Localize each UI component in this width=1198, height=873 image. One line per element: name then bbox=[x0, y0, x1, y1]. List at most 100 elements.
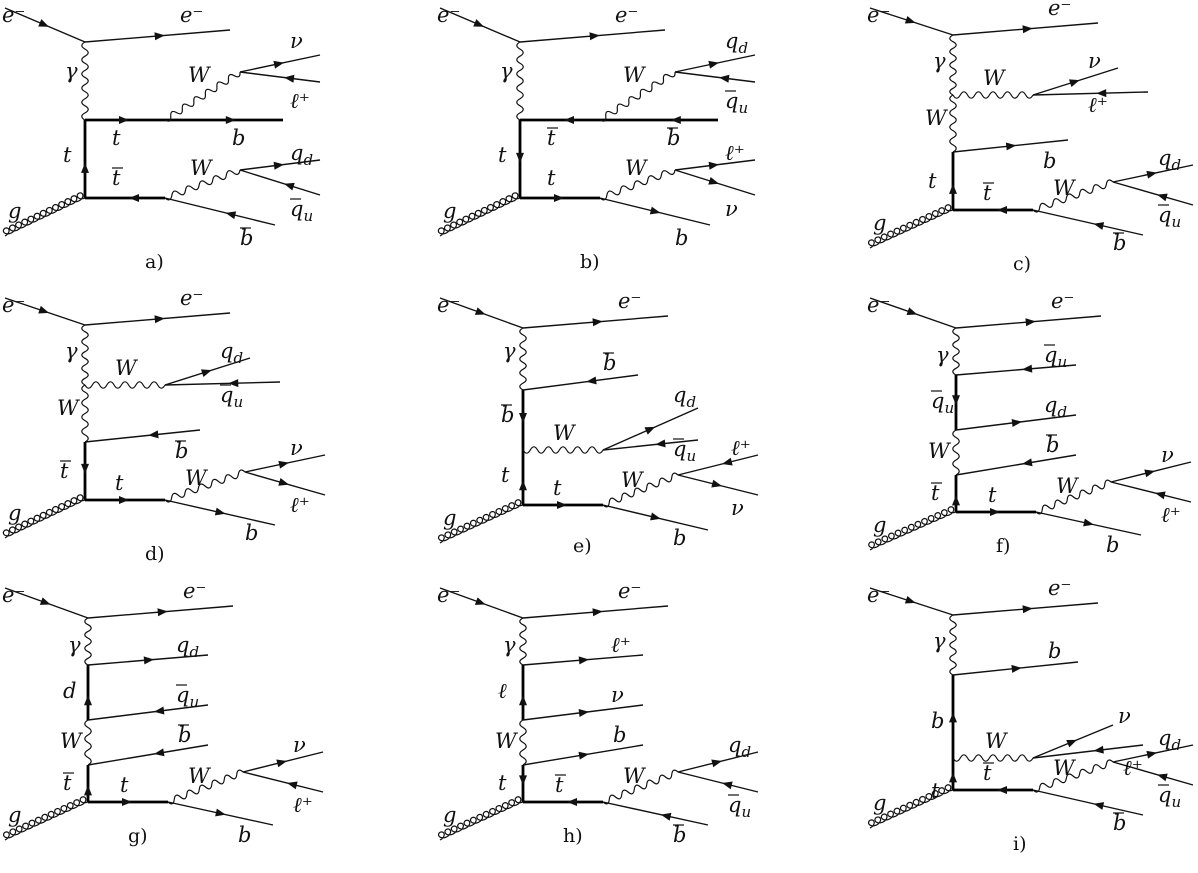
lower-w-product-2-label: qu bbox=[1158, 783, 1181, 811]
lower-w-product-1 bbox=[677, 454, 759, 476]
propagator-1-label: qu bbox=[931, 389, 954, 417]
w-boson-lower bbox=[164, 469, 246, 503]
outgoing-1-label: qd bbox=[176, 633, 199, 661]
b-propagator-arrow bbox=[949, 712, 957, 723]
lower-w-product-1-arrow bbox=[276, 759, 287, 768]
w-boson-lower bbox=[1032, 759, 1114, 793]
incoming-gluon-label: g bbox=[443, 803, 456, 827]
w-boson-lower-label: W bbox=[1056, 474, 1080, 498]
vertical-propagator-label: t bbox=[501, 463, 510, 487]
lower-propagator-arrow bbox=[129, 194, 139, 202]
lower-quark-label: b bbox=[1113, 231, 1126, 255]
w-boson-exchange bbox=[519, 719, 527, 766]
outgoing-3-arrow bbox=[578, 751, 589, 760]
w-boson-mid bbox=[952, 754, 1034, 762]
lower-w-product-2-label: ℓ⁺ bbox=[293, 793, 313, 817]
lower-w-product-2 bbox=[239, 169, 321, 196]
lower-propagator-label: t bbox=[983, 761, 992, 785]
mid-w-product-2 bbox=[1032, 91, 1149, 96]
incoming-electron-label: e⁻ bbox=[2, 3, 26, 27]
photon-line bbox=[516, 41, 524, 121]
w-boson-mid-label: W bbox=[985, 729, 1009, 753]
lower-quark-arrow bbox=[650, 512, 661, 521]
upper-w-product-2-label: ℓ⁺ bbox=[290, 89, 310, 113]
upper-propagator-arrow bbox=[564, 116, 574, 124]
outgoing-electron-label: e⁻ bbox=[1051, 289, 1075, 313]
mid-quark-arrow bbox=[148, 430, 159, 439]
photon-label: γ bbox=[936, 343, 949, 367]
panel-caption: b) bbox=[580, 251, 600, 273]
outgoing-electron-label: e⁻ bbox=[180, 3, 204, 27]
lower-w-product-1-label: qd bbox=[290, 141, 313, 169]
outgoing-bbar bbox=[522, 374, 639, 391]
upper-w-product-1-arrow bbox=[708, 60, 719, 69]
lower-w-product-2 bbox=[1112, 181, 1194, 206]
incoming-gluon-label: g bbox=[873, 513, 886, 537]
lower-quark-arrow bbox=[660, 812, 672, 821]
mid-w-product-1-label: ν bbox=[1088, 49, 1101, 73]
lower-quark-label: b bbox=[673, 823, 686, 847]
propagator-1-arrow bbox=[519, 695, 527, 706]
incoming-gluon bbox=[2, 796, 89, 841]
outgoing-b-arrow bbox=[1011, 664, 1022, 673]
lower-w-product-2-arrow bbox=[708, 176, 719, 185]
lower-propagator-arrow bbox=[567, 798, 577, 806]
w-boson-lower bbox=[167, 769, 244, 805]
outgoing-2-arrow bbox=[1011, 419, 1022, 427]
panel-caption: c) bbox=[1013, 253, 1031, 275]
w-boson-exchange bbox=[949, 94, 957, 153]
lower-quark-label: b bbox=[238, 823, 251, 847]
lower-w-product-2-label: ν bbox=[731, 496, 744, 520]
mid-w-product-2-label: ℓ⁺ bbox=[1088, 93, 1108, 117]
w-boson-lower-label: W bbox=[623, 764, 647, 788]
lower-propagator-label: t bbox=[988, 483, 997, 507]
w-boson-lower bbox=[599, 169, 676, 201]
lower-w-product-2-arrow bbox=[711, 479, 722, 488]
mid-w-product-2-arrow bbox=[1096, 89, 1107, 98]
lower-quark-arrow bbox=[1093, 802, 1105, 810]
mid-w-product-2-label: qu bbox=[673, 437, 696, 465]
photon-line bbox=[81, 324, 89, 386]
lower-quark-arrow bbox=[1083, 518, 1094, 527]
mid-w-product-1-label: ν bbox=[1118, 704, 1131, 728]
outgoing-2-label: qd bbox=[1044, 393, 1067, 421]
lower-quark bbox=[602, 801, 709, 826]
propagator-1-label: ℓ bbox=[498, 679, 507, 703]
lower-w-product-2-label: ν bbox=[725, 197, 738, 221]
outgoing-3-arrow bbox=[1022, 458, 1033, 467]
incoming-electron-arrow bbox=[904, 15, 916, 24]
lower-w-product-2-label: qu bbox=[1158, 203, 1181, 231]
lower-w-product-2-arrow bbox=[1155, 491, 1166, 500]
lower-w-product-2-label: qu bbox=[728, 793, 751, 821]
propagator-1-arrow bbox=[952, 395, 960, 406]
incoming-gluon bbox=[868, 506, 957, 551]
outgoing-electron-label: e⁻ bbox=[1048, 576, 1072, 600]
upper-propagator-label: t bbox=[112, 126, 121, 150]
lower-propagator-label: t bbox=[553, 476, 562, 500]
lower-w-product-1-arrow bbox=[1146, 170, 1157, 179]
lower-w-product-1-label: ν bbox=[290, 436, 303, 460]
outgoing-1-label: ℓ⁺ bbox=[611, 633, 631, 657]
mid-w-product-2-label: qu bbox=[220, 383, 243, 411]
mid-quark-label: b bbox=[175, 439, 188, 463]
incoming-electron-arrow bbox=[38, 19, 49, 27]
lower-w-product-1-arrow bbox=[711, 759, 722, 768]
lower-w-product-1-arrow bbox=[722, 457, 733, 466]
incoming-gluon bbox=[437, 796, 524, 841]
outgoing-3-label: b bbox=[1046, 433, 1059, 457]
lower-propagator-arrow bbox=[997, 206, 1007, 214]
incoming-gluon bbox=[2, 192, 86, 237]
vertical-propagator-arrow bbox=[81, 463, 89, 474]
upper-quark-label: b bbox=[667, 126, 680, 150]
outgoing-2 bbox=[87, 704, 209, 721]
w-boson-exchange-label: W bbox=[60, 729, 84, 753]
w-boson-lower-label: W bbox=[1053, 756, 1077, 780]
upper-propagator-label: t bbox=[547, 126, 556, 150]
panel-caption: g) bbox=[128, 825, 148, 847]
mid-w-product-1-label: qd bbox=[220, 339, 243, 367]
incoming-gluon bbox=[867, 204, 954, 249]
outgoing-1-arrow bbox=[578, 656, 589, 665]
incoming-gluon-label: g bbox=[8, 199, 21, 223]
w-boson-mid-label: W bbox=[983, 66, 1007, 90]
